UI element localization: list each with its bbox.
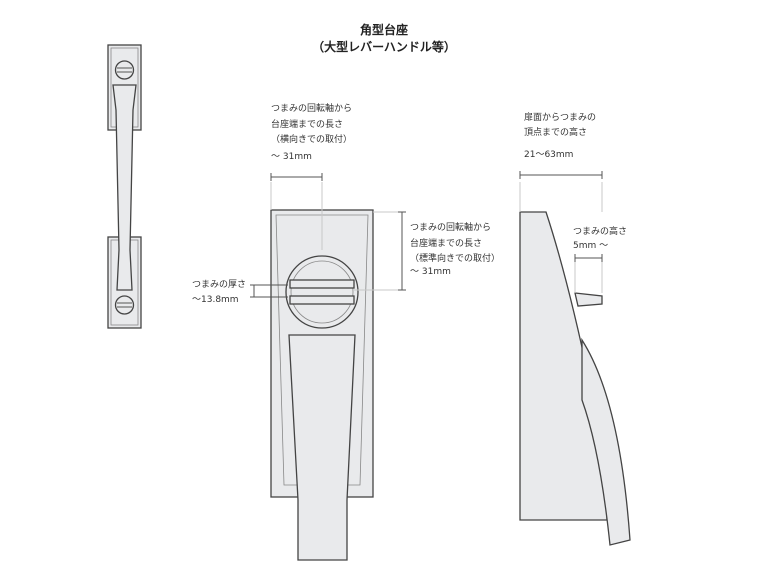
label-standard-length: つまみの回転軸から 台座端までの長さ （標準向きでの取付） 〜 31mm xyxy=(410,221,500,277)
label-text: 〜 31mm xyxy=(410,267,451,277)
label-text: （標準向きでの取付） xyxy=(410,252,500,264)
label-thickness: つまみの厚さ 〜13.8mm xyxy=(192,279,246,305)
label-text: （横向きでの取付） xyxy=(271,133,352,145)
front-view-base xyxy=(270,209,374,561)
label-text: 21〜63mm xyxy=(524,150,573,160)
label-text: 頂点までの高さ xyxy=(524,126,587,138)
label-text: つまみの厚さ xyxy=(192,279,246,290)
label-text: 台座端までの長さ xyxy=(410,237,482,249)
front-view-full-handle xyxy=(107,44,142,329)
label-text: 扉面からつまみの xyxy=(524,111,596,123)
title-line1: 角型台座 xyxy=(360,22,408,37)
label-text: 〜 31mm xyxy=(271,152,312,162)
label-knob-height: つまみの高さ 5mm 〜 xyxy=(573,225,627,251)
label-text: つまみの高さ xyxy=(573,225,627,237)
title-line2: （大型レバーハンドル等） xyxy=(312,39,456,54)
label-horizontal-length: つまみの回転軸から 台座端までの長さ （横向きでの取付） 〜 31mm xyxy=(271,102,352,162)
label-text: 〜13.8mm xyxy=(192,295,239,305)
side-view xyxy=(519,211,631,546)
dimension-lines xyxy=(250,171,603,298)
label-text: つまみの回転軸から xyxy=(271,102,352,114)
label-text: つまみの回転軸から xyxy=(410,221,491,233)
label-text: 台座端までの長さ xyxy=(271,118,343,130)
label-text: 5mm 〜 xyxy=(573,241,608,251)
label-door-to-top-height: 扉面からつまみの 頂点までの高さ 21〜63mm xyxy=(524,111,596,160)
